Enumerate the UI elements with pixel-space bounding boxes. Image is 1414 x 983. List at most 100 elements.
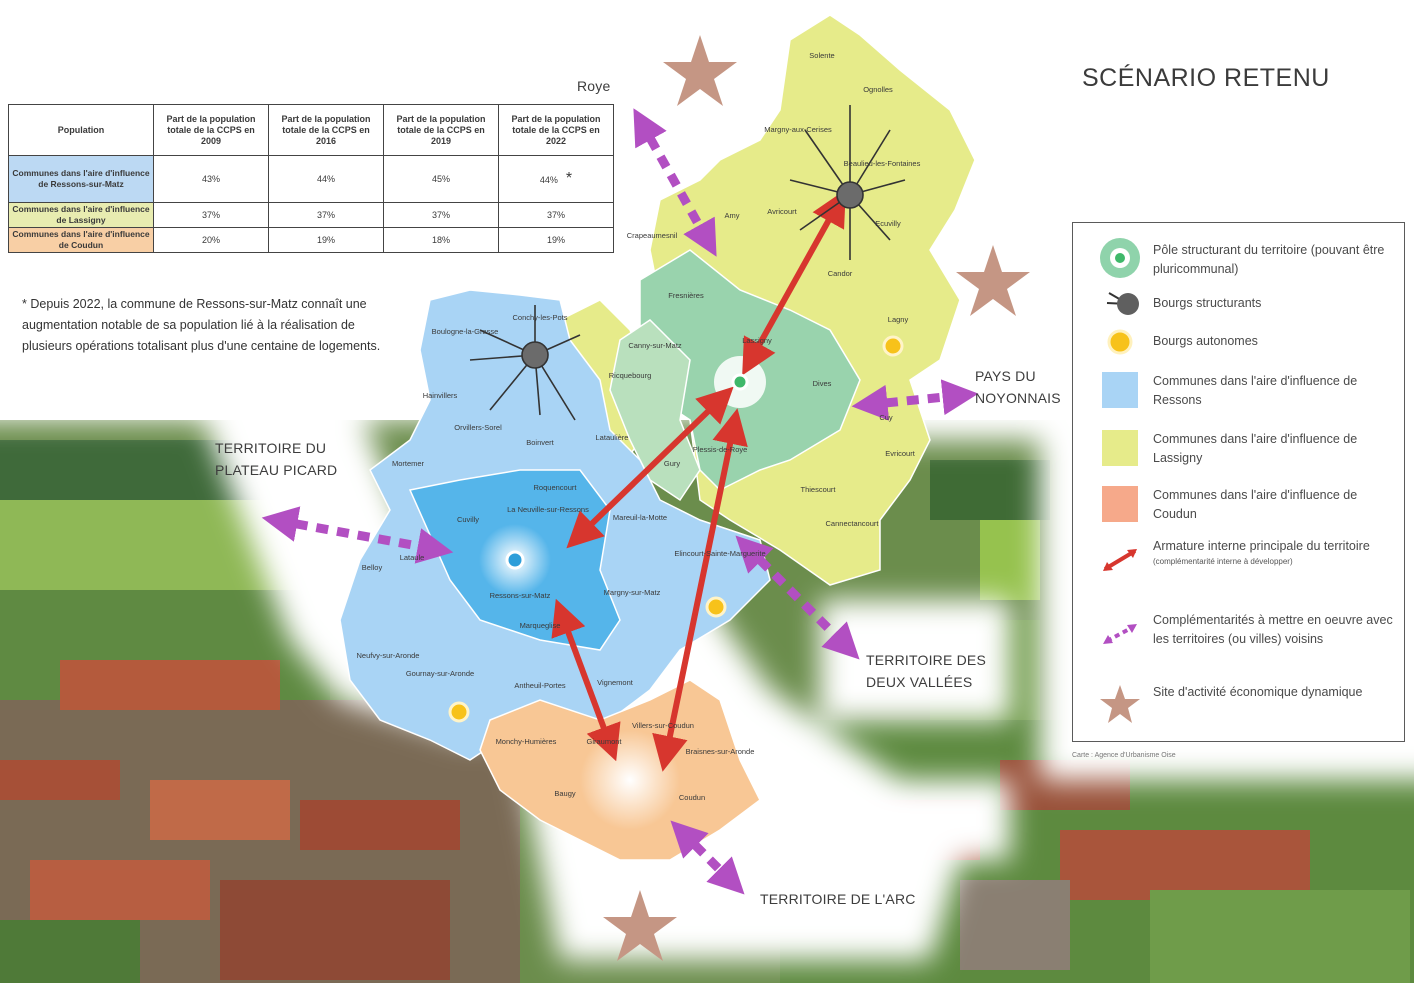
economic-site-stars bbox=[603, 35, 1030, 961]
legend-text: Communes dans l'aire d'influence de Ress… bbox=[1153, 374, 1358, 407]
commune-label: Plessis-de-Roye bbox=[693, 445, 748, 454]
label-territoire-arc: TERRITOIRE DE L'ARC bbox=[760, 891, 916, 907]
commune-label: Gury bbox=[664, 459, 681, 468]
table-cell: 45% bbox=[383, 155, 499, 203]
commune-labels: Conchy-les-PotsBoulogne-la-GrasseHainvil… bbox=[357, 51, 921, 802]
header-2019: Part de la population totale de la CCPS … bbox=[383, 104, 499, 156]
commune-label: Baugy bbox=[554, 789, 576, 798]
commune-label: Thiescourt bbox=[800, 485, 836, 494]
commune-label: Amy bbox=[725, 211, 740, 220]
table-cell: 19% bbox=[498, 227, 614, 253]
header-population: Population bbox=[8, 104, 154, 156]
legend-text: Complémentarités à mettre en oeuvre avec… bbox=[1153, 613, 1393, 646]
row-label-coudun: Communes dans l'aire d'influence de Coud… bbox=[8, 227, 154, 253]
row-label-lassigny: Communes dans l'aire d'influence de Lass… bbox=[8, 202, 154, 228]
red-armature-arrows bbox=[551, 189, 846, 772]
commune-label: Lagny bbox=[888, 315, 909, 324]
purple-complementarity-arrows bbox=[261, 108, 979, 895]
legend-subtext: (complémentarité interne à développer) bbox=[1153, 557, 1293, 566]
table-cell: 37% bbox=[498, 202, 614, 228]
header-2016: Part de la population totale de la CCPS … bbox=[268, 104, 384, 156]
legend-text: Site d'activité économique dynamique bbox=[1153, 685, 1363, 699]
table-cell: 43% bbox=[153, 155, 269, 203]
table-cell: 37% bbox=[268, 202, 384, 228]
commune-label: Fresnières bbox=[668, 291, 704, 300]
commune-label: Crapeaumesnil bbox=[627, 231, 678, 240]
population-note: * Depuis 2022, la commune de Ressons-sur… bbox=[22, 297, 381, 353]
commune-label: Gournay-sur-Aronde bbox=[406, 669, 474, 678]
table-cell: 20% bbox=[153, 227, 269, 253]
bourg-structurant-conchy bbox=[469, 305, 581, 421]
commune-label: Vignemont bbox=[597, 678, 634, 687]
asterisk-mark: * bbox=[565, 169, 573, 187]
commune-label: Ricquebourg bbox=[609, 371, 652, 380]
commune-label: Monchy-Humières bbox=[496, 737, 557, 746]
commune-label: Margny-aux-Cerises bbox=[764, 125, 832, 134]
header-2009: Part de la population totale de la CCPS … bbox=[153, 104, 269, 156]
commune-label: Mareuil-la-Motte bbox=[613, 513, 667, 522]
table-cell: 44% bbox=[268, 155, 384, 203]
commune-label: Roquencourt bbox=[534, 483, 578, 492]
legend-text: Bourgs structurants bbox=[1153, 296, 1262, 310]
legend-text: Bourgs autonomes bbox=[1153, 334, 1258, 348]
commune-label: Conchy-les-Pots bbox=[512, 313, 567, 322]
commune-label: Avricourt bbox=[767, 207, 797, 216]
red-arrow-icon bbox=[1103, 549, 1137, 571]
table-cell: 37% bbox=[153, 202, 269, 228]
label-plateau-picard-1: TERRITOIRE DU bbox=[215, 440, 327, 456]
commune-label: Evricourt bbox=[885, 449, 916, 458]
commune-label: Boulogne-la-Grasse bbox=[432, 327, 499, 336]
commune-label: Lassigny bbox=[742, 336, 772, 345]
table-cell: 19% bbox=[268, 227, 384, 253]
legend-text: Pôle structurant du territoire (pouvant … bbox=[1153, 243, 1385, 276]
commune-label: Villers-sur-Coudun bbox=[632, 721, 694, 730]
map-title: SCÉNARIO RETENU bbox=[1082, 64, 1330, 92]
table-row: Communes dans l'aire d'influence de Ress… bbox=[8, 155, 614, 203]
commune-label: Lataule bbox=[400, 553, 425, 562]
commune-label: Cannectancourt bbox=[826, 519, 880, 528]
map-legend: Pôle structurant du territoire (pouvant … bbox=[1072, 222, 1405, 742]
commune-label: Mortemer bbox=[392, 459, 425, 468]
commune-label: Braisnes-sur-Aronde bbox=[686, 747, 755, 756]
population-table: Population Part de la population totale … bbox=[8, 104, 614, 253]
commune-label: Giraumont bbox=[586, 737, 622, 746]
commune-label: Solente bbox=[809, 51, 834, 60]
label-noyonnais-2: NOYONNAIS bbox=[975, 390, 1061, 406]
table-row: Communes dans l'aire d'influence de Lass… bbox=[8, 202, 614, 228]
pole-lassigny bbox=[731, 373, 749, 391]
commune-label: Ressons-sur-Matz bbox=[490, 591, 551, 600]
commune-label: Ecuvilly bbox=[875, 219, 901, 228]
commune-label: Boinvert bbox=[526, 438, 554, 447]
label-plateau-picard-2: PLATEAU PICARD bbox=[215, 462, 338, 478]
commune-label: Canny-sur-Matz bbox=[628, 341, 682, 350]
commune-label: Antheuil-Portes bbox=[514, 681, 566, 690]
bourg-autonome-icon bbox=[1107, 329, 1133, 355]
header-2022: Part de la population totale de la CCPS … bbox=[498, 104, 614, 156]
label-deux-vallees-2: DEUX VALLÉES bbox=[866, 674, 973, 690]
label-roye: Roye bbox=[577, 78, 611, 94]
legend-text: Communes dans l'aire d'influence de Lass… bbox=[1153, 432, 1358, 465]
bourg-structurant-lassigny-north bbox=[789, 105, 906, 260]
pole-ressons bbox=[505, 550, 525, 570]
commune-label: Candor bbox=[828, 269, 853, 278]
legend-text: Communes dans l'aire d'influence de Coud… bbox=[1153, 488, 1358, 521]
legend-text-red: Armature interne principale du territoir… bbox=[1153, 537, 1399, 567]
legend-text: Armature interne principale du territoir… bbox=[1153, 539, 1370, 553]
map-credit: Carte : Agence d'Urbanisme Oise bbox=[1072, 752, 1176, 759]
table-cell: 44% bbox=[539, 174, 558, 185]
purple-arrow-icon bbox=[1103, 624, 1137, 644]
table-cell: 18% bbox=[383, 227, 499, 253]
commune-label: Cuvilly bbox=[457, 515, 479, 524]
commune-label: La Neuville-sur-Ressons bbox=[507, 505, 589, 514]
label-noyonnais-1: PAYS DU bbox=[975, 368, 1036, 384]
commune-label: Ognolles bbox=[863, 85, 893, 94]
star-icon bbox=[1100, 685, 1140, 723]
commune-label: Lataulière bbox=[596, 433, 629, 442]
pole-structurant-icon bbox=[1100, 238, 1140, 278]
commune-label: Beaulieu-les-Fontaines bbox=[844, 159, 921, 168]
commune-label: Elincourt-Sainte-Marguerite bbox=[674, 549, 765, 558]
commune-label: Hainvillers bbox=[423, 391, 458, 400]
label-deux-vallees-1: TERRITOIRE DES bbox=[866, 652, 987, 668]
ressons-swatch bbox=[1102, 372, 1138, 408]
